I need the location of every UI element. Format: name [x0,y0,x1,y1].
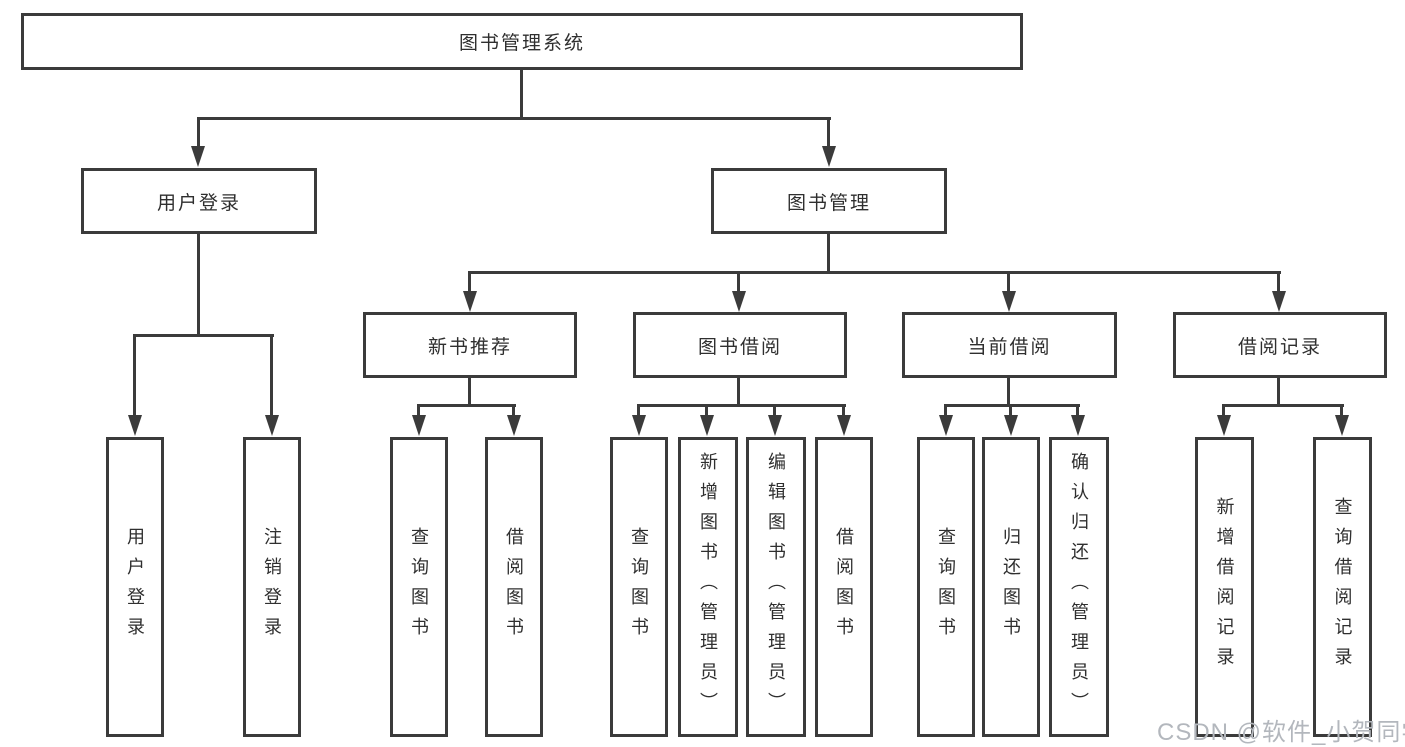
arrow-down-icon [1335,415,1349,436]
leaf-return-books: 归还图书 [982,437,1040,737]
leaf-label: 查询借阅记录 [1332,497,1353,677]
connector-drop-leaf [637,404,640,418]
connector-records-stem [1277,377,1280,407]
node-book-management: 图书管理 [711,168,947,234]
connector-user-login-stem [197,233,200,337]
connector-level2-rail [197,117,831,120]
arrow-down-icon [837,415,851,436]
leaf-label: 借阅图书 [834,527,854,647]
leaf-query-books-current: 查询图书 [917,437,975,737]
node-book-borrow-label: 图书借阅 [697,336,782,358]
connector-drop-leaf [133,334,136,417]
arrow-down-icon [1272,291,1286,312]
leaf-label: 借阅图书 [504,527,524,647]
leaf-add-borrow-record: 新增借阅记录 [1195,437,1254,737]
csdn-watermark: CSDN @软件_小贺同学 [1157,719,1405,746]
connector-drop-current [1007,271,1010,293]
arrow-down-icon [768,415,782,436]
connector-drop-leaf [1222,404,1225,418]
leaf-label: 归还图书 [1001,527,1021,647]
leaf-label: 查询图书 [936,527,956,647]
leaf-label: 注销登录 [262,527,282,647]
node-current-borrow: 当前借阅 [902,312,1117,378]
connector-drop-leaf [773,404,776,418]
node-library-system: 图书管理系统 [21,13,1023,70]
connector-recommend-stem [468,377,471,407]
arrow-down-icon [1071,415,1085,436]
node-new-book-recommend-label: 新书推荐 [427,336,512,358]
node-user-login: 用户登录 [81,168,317,234]
connector-root-stem [520,69,523,118]
connector-drop-leaf [1009,404,1012,418]
leaf-query-borrow-record: 查询借阅记录 [1313,437,1372,737]
leaf-label: 查询图书 [629,527,649,647]
connector-drop-leaf [417,404,420,418]
node-user-login-label: 用户登录 [156,192,241,214]
leaf-label: 新增借阅记录 [1214,497,1235,677]
connector-drop-borrow [737,271,740,293]
connector-drop-book-mgmt [827,117,830,149]
node-new-book-recommend: 新书推荐 [363,312,577,378]
node-book-management-label: 图书管理 [786,192,871,214]
arrow-down-icon [412,415,426,436]
connector-drop-leaf [842,404,845,418]
leaf-label: 新增图书（管理员） [698,452,718,722]
arrow-down-icon [632,415,646,436]
leaf-borrow-books-recommend: 借阅图书 [485,437,543,737]
connector-drop-leaf [944,404,947,418]
node-borrow-records-label: 借阅记录 [1237,336,1322,358]
leaf-edit-books-admin: 编辑图书（管理员） [746,437,806,737]
node-current-borrow-label: 当前借阅 [967,336,1052,358]
leaf-borrow-books: 借阅图书 [815,437,873,737]
arrow-down-icon [700,415,714,436]
connector-current-rail [944,404,1080,407]
node-library-system-label: 图书管理系统 [458,33,585,54]
connector-drop-leaf [512,404,515,418]
connector-drop-records [1277,271,1280,293]
arrow-down-icon [822,146,836,167]
connector-book-mgmt-stem [827,233,830,274]
connector-drop-leaf [1340,404,1343,418]
leaf-query-books-borrow: 查询图书 [610,437,668,737]
leaf-user-login: 用户登录 [106,437,164,737]
arrow-down-icon [128,415,142,436]
arrow-down-icon [1004,415,1018,436]
connector-drop-leaf [705,404,708,418]
connector-current-stem [1007,377,1010,407]
leaf-label: 编辑图书（管理员） [766,452,786,722]
connector-user-login-rail [133,334,274,337]
arrow-down-icon [1217,415,1231,436]
connector-borrow-stem [737,377,740,407]
leaf-label: 用户登录 [125,527,145,647]
connector-borrow-rail [637,404,846,407]
connector-records-rail [1222,404,1344,407]
connector-drop-leaf [1076,404,1079,418]
arrow-down-icon [939,415,953,436]
arrow-down-icon [463,291,477,312]
leaf-logout: 注销登录 [243,437,301,737]
leaf-label: 确认归还（管理员） [1069,452,1089,722]
node-borrow-records: 借阅记录 [1173,312,1387,378]
arrow-down-icon [732,291,746,312]
arrow-down-icon [507,415,521,436]
leaf-query-books-recommend: 查询图书 [390,437,448,737]
leaf-add-books-admin: 新增图书（管理员） [678,437,738,737]
arrow-down-icon [191,146,205,167]
connector-recommend-rail [417,404,516,407]
connector-level3-rail [468,271,1281,274]
connector-drop-leaf [270,334,273,417]
arrow-down-icon [265,415,279,436]
connector-drop-recommend [468,271,471,293]
leaf-label: 查询图书 [409,527,429,647]
leaf-confirm-return-admin: 确认归还（管理员） [1049,437,1109,737]
node-book-borrow: 图书借阅 [633,312,847,378]
connector-drop-user-login [197,117,200,149]
arrow-down-icon [1002,291,1016,312]
